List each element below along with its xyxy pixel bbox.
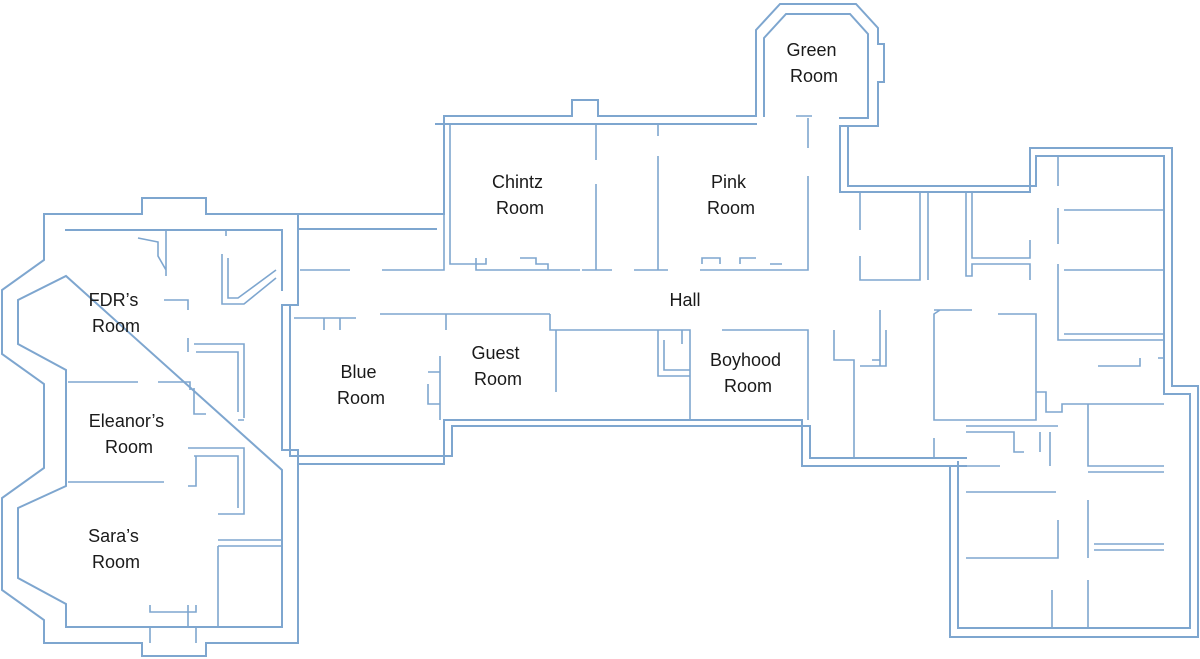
room-label-blue: Blue Room (337, 362, 385, 408)
room-label-guest: Guest Room (471, 343, 524, 389)
room-label-pink: Pink Room (707, 172, 755, 218)
room-label-eleanor: Eleanor’s Room (89, 411, 169, 457)
room-labels: Green Room Chintz Room Pink Room FDR’s R… (88, 40, 841, 572)
room-label-hall: Hall (669, 290, 700, 310)
room-label-green: Green Room (786, 40, 841, 86)
room-label-chintz: Chintz Room (492, 172, 548, 218)
interior-walls (68, 115, 1164, 643)
room-label-boyhood: Boyhood Room (710, 350, 786, 396)
room-label-fdr: FDR’s Room (89, 290, 144, 336)
room-label-sara: Sara’s Room (88, 526, 144, 572)
